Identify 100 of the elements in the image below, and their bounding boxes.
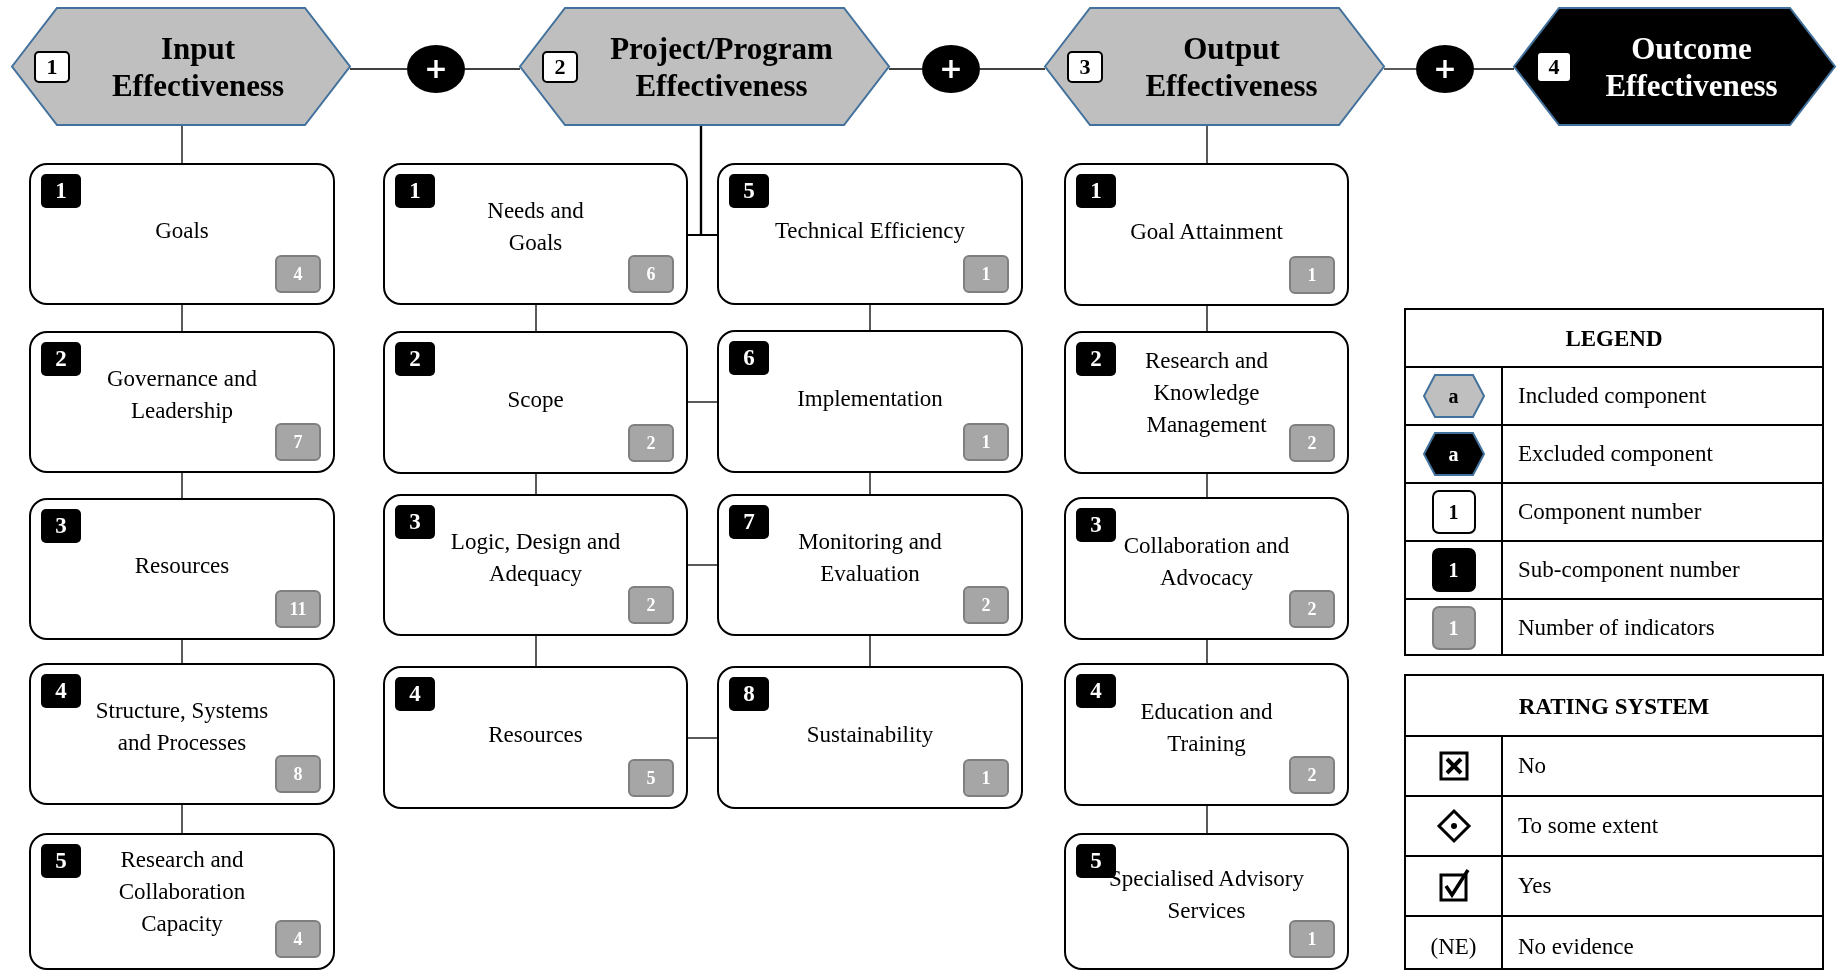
subcomponent-title: Technical Efficiency bbox=[773, 216, 967, 245]
connector-line bbox=[181, 124, 183, 164]
subcomponent-number: 1 bbox=[1076, 174, 1116, 208]
subcomponent-number: 5 bbox=[729, 174, 769, 208]
subcomponent-title: Collaboration and Advocacy bbox=[1122, 531, 1291, 593]
component-title: Outcome Effectiveness bbox=[1604, 29, 1779, 104]
subcomponent-number: 7 bbox=[729, 505, 769, 539]
component-number-sample: 1 bbox=[1431, 490, 1476, 534]
subcomponent-card bbox=[383, 163, 688, 305]
subcomponent-number: 5 bbox=[41, 844, 81, 878]
connector-line bbox=[1206, 305, 1208, 332]
legend-text: No bbox=[1518, 753, 1547, 779]
indicator-count: 5 bbox=[628, 759, 674, 797]
connector-line bbox=[181, 472, 183, 499]
connector-line bbox=[687, 737, 718, 739]
subcomponent-title: Education and Training bbox=[1139, 697, 1274, 759]
component-title: Output Effectiveness bbox=[1144, 29, 1319, 104]
plus-circle: + bbox=[407, 45, 465, 93]
connector-line bbox=[1206, 639, 1208, 664]
connector-line bbox=[687, 401, 718, 403]
connector-line bbox=[535, 304, 537, 332]
connector-line bbox=[181, 639, 183, 664]
table-heading: LEGEND bbox=[1565, 326, 1663, 352]
subcomponent-title: Governance and Leadership bbox=[105, 365, 259, 426]
connector-line bbox=[869, 472, 871, 495]
connector-line bbox=[888, 68, 923, 70]
connector-line bbox=[1206, 473, 1208, 498]
indicator-count: 2 bbox=[1289, 756, 1335, 794]
connector-line bbox=[349, 68, 408, 70]
connector-line bbox=[535, 635, 537, 667]
subcomponent-card bbox=[1064, 663, 1349, 806]
component-hexagon bbox=[1514, 8, 1835, 125]
indicator-count: 11 bbox=[275, 590, 321, 628]
legend-text: Sub-component number bbox=[1518, 557, 1740, 583]
subcomponent-title: Research and Knowledge Management bbox=[1143, 346, 1270, 439]
subcomponent-title: Scope bbox=[506, 385, 565, 414]
subcomponent-card bbox=[383, 331, 688, 474]
indicator-count: 2 bbox=[628, 586, 674, 624]
subcomponent-number: 3 bbox=[1076, 508, 1116, 542]
legend-text: Component number bbox=[1518, 499, 1702, 525]
subcomponent-number: 8 bbox=[729, 677, 769, 711]
component-hexagon bbox=[12, 8, 350, 125]
indicator-count: 2 bbox=[628, 424, 674, 462]
subcomponent-number: 3 bbox=[395, 505, 435, 539]
plus-circle: + bbox=[1416, 45, 1474, 93]
subcomponent-title: Resources bbox=[133, 551, 231, 580]
connector-line bbox=[1206, 805, 1208, 834]
indicator-count: 6 bbox=[628, 255, 674, 293]
subcomponent-number-sample: 1 bbox=[1431, 548, 1476, 592]
connector-line bbox=[869, 304, 871, 331]
connector-line bbox=[979, 68, 1046, 70]
component-title: Input Effectiveness bbox=[110, 29, 286, 104]
legend-text: Excluded component bbox=[1518, 441, 1713, 467]
component-hexagon bbox=[520, 8, 889, 125]
indicator-count: 2 bbox=[963, 586, 1009, 624]
subcomponent-title: Monitoring and Evaluation bbox=[797, 528, 943, 589]
sample-letter: a bbox=[1448, 442, 1459, 466]
component-number: 4 bbox=[1536, 50, 1572, 83]
subcomponent-title: Resources bbox=[487, 720, 584, 749]
subcomponent-card bbox=[383, 494, 688, 636]
indicator-count: 4 bbox=[275, 255, 321, 293]
subcomponent-card bbox=[717, 494, 1023, 636]
connector-line bbox=[464, 68, 521, 70]
indicator-count: 1 bbox=[1289, 256, 1335, 294]
connector-line bbox=[869, 635, 871, 667]
subcomponent-number: 4 bbox=[41, 674, 81, 708]
subcomponent-card bbox=[1064, 163, 1349, 306]
indicator-count: 7 bbox=[275, 423, 321, 461]
indicator-count: 8 bbox=[275, 755, 321, 793]
subcomponent-number: 4 bbox=[395, 677, 435, 711]
legend-text: To some extent bbox=[1518, 813, 1659, 839]
subcomponent-title: Research and Collaboration Capacity bbox=[117, 845, 247, 938]
subcomponent-number: 1 bbox=[41, 174, 81, 208]
component-title: Project/Program Effectiveness bbox=[609, 29, 834, 104]
component-number: 3 bbox=[1067, 50, 1103, 83]
subcomponent-title: Goals bbox=[154, 216, 210, 245]
rating-code: (NE) bbox=[1430, 934, 1477, 960]
subcomponent-card bbox=[1064, 331, 1349, 474]
subcomponent-title: Sustainability bbox=[805, 720, 935, 749]
subcomponent-number: 4 bbox=[1076, 674, 1116, 708]
subcomponent-card bbox=[29, 833, 335, 970]
connector-line bbox=[181, 804, 183, 834]
subcomponent-title: Goal Attainment bbox=[1129, 217, 1284, 246]
indicator-count: 1 bbox=[963, 759, 1009, 797]
indicator-count: 2 bbox=[1289, 590, 1335, 628]
plus-circle: + bbox=[922, 45, 980, 93]
subcomponent-title: Needs and Goals bbox=[486, 197, 585, 258]
indicator-count: 4 bbox=[275, 920, 321, 958]
subcomponent-card bbox=[717, 163, 1023, 305]
indicator-count: 1 bbox=[1289, 920, 1335, 958]
subcomponent-card bbox=[717, 666, 1023, 809]
subcomponent-number: 2 bbox=[395, 342, 435, 376]
subcomponent-card bbox=[29, 663, 335, 805]
table-heading: RATING SYSTEM bbox=[1518, 693, 1710, 720]
subcomponent-card bbox=[1064, 497, 1349, 640]
subcomponent-card bbox=[29, 498, 335, 640]
connector-line bbox=[699, 125, 717, 237]
indicator-count-sample: 1 bbox=[1431, 606, 1476, 650]
subcomponent-card bbox=[1064, 833, 1349, 970]
subcomponent-title: Logic, Design and Adequacy bbox=[449, 528, 622, 589]
